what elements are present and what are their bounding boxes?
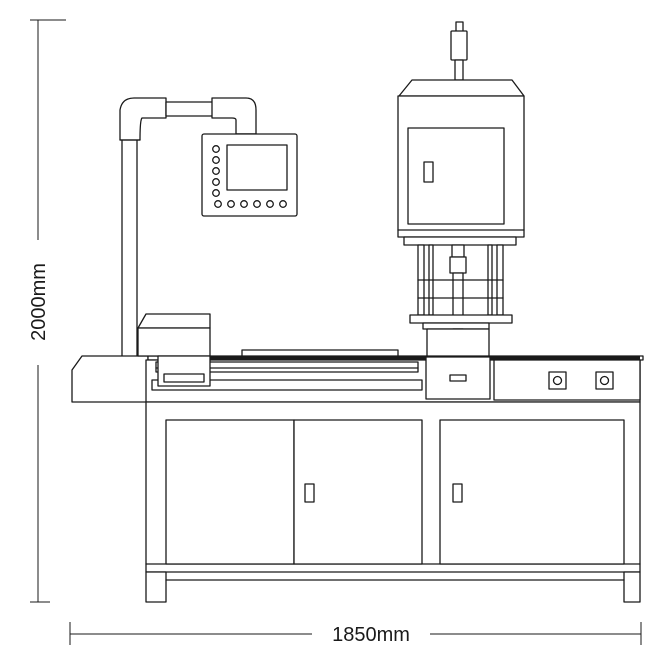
table-switch-panel xyxy=(493,359,641,401)
press-head-door xyxy=(407,127,505,225)
table-drawer-handle xyxy=(449,374,467,382)
control-panel-screen xyxy=(226,144,288,191)
table-platen xyxy=(241,349,399,357)
table-left-end-cap xyxy=(71,355,149,403)
arm-right-elbow xyxy=(211,97,257,135)
press-head xyxy=(397,79,525,246)
arm-top-elbow xyxy=(119,97,167,141)
cabinet-door-right xyxy=(439,419,625,565)
carriage-clamp xyxy=(163,373,205,383)
height-dimension-label: 2000mm xyxy=(28,263,50,341)
switch-left-knob xyxy=(552,375,563,386)
left-carriage xyxy=(137,313,211,387)
switch-right-knob xyxy=(599,375,610,386)
arm-horizontal-pipe xyxy=(165,101,215,117)
ram-coupling xyxy=(449,256,467,274)
press-lower-plate xyxy=(409,314,513,324)
height-dimension: 2000mm xyxy=(28,19,66,603)
control-panel xyxy=(201,133,298,217)
cylinder-body xyxy=(450,30,468,61)
cylinder-rod xyxy=(454,59,464,81)
ram-top-block xyxy=(451,244,465,258)
carriage-top xyxy=(137,313,211,329)
width-dimension: 1850mm xyxy=(69,622,642,646)
press-head-base-plate xyxy=(403,236,517,246)
press-cylinder xyxy=(450,21,468,81)
work-table xyxy=(71,349,644,403)
control-panel-bottom-buttons xyxy=(214,200,287,208)
press-head-door-handle xyxy=(423,161,434,183)
switch-left-housing xyxy=(548,371,567,390)
table-rail-upper xyxy=(155,361,419,373)
cabinet-leg-left xyxy=(145,571,167,603)
cabinet-base xyxy=(145,401,641,603)
control-panel-side-buttons xyxy=(212,145,220,197)
cabinet-leg-right xyxy=(623,571,641,603)
control-arm xyxy=(119,97,257,361)
cabinet-door-middle-handle xyxy=(304,483,315,503)
cabinet-door-middle xyxy=(293,419,423,565)
width-dimension-label: 1850mm xyxy=(332,624,410,646)
press-head-roof xyxy=(398,79,525,97)
press-mount-plate xyxy=(422,322,490,330)
switch-right-housing xyxy=(595,371,614,390)
press-support-block xyxy=(426,328,490,358)
carriage-body xyxy=(137,327,211,357)
cabinet-door-right-handle xyxy=(452,483,463,503)
table-drawer xyxy=(425,356,491,400)
table-rail-lower xyxy=(151,379,423,391)
press-column xyxy=(409,244,513,358)
cabinet-door-left xyxy=(165,419,295,565)
arm-vertical-pipe xyxy=(121,137,138,361)
